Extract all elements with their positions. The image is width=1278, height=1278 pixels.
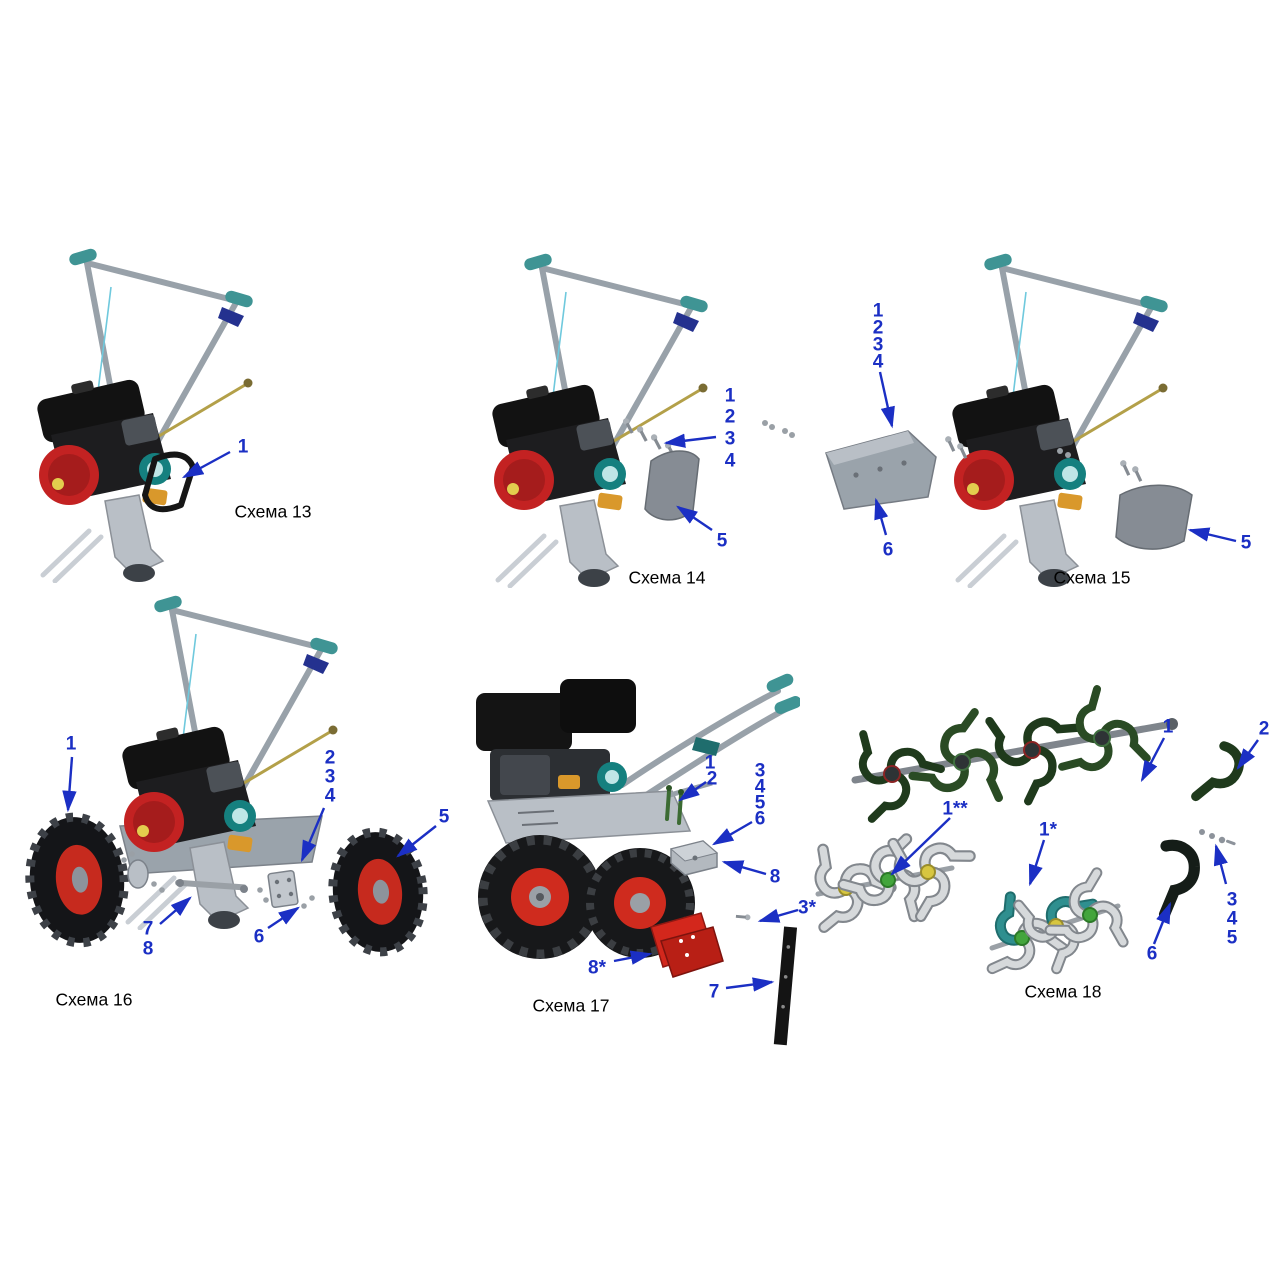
callout-s15-4: 4 [872,351,884,373]
scheme-17-illustration [455,655,815,1046]
callout-s17-3: 3 [754,760,766,782]
callout-s18-2: 2 [1258,718,1270,740]
dark-blade-part [1152,844,1199,919]
washers [1057,448,1071,458]
scheme-16-illustration [25,590,428,957]
callout-s17-8: 8 [769,866,781,888]
scheme-16-label: Схема 16 [55,989,133,1010]
callout-s15-2: 2 [872,317,884,339]
machine-illustration [119,594,340,929]
scheme-15-label: Схема 15 [1053,567,1131,588]
callout-s18-1: 1 [1162,716,1174,738]
wheel-left [25,812,129,948]
callout-s17-1: 1 [704,752,716,774]
scheme-17-label: Схема 17 [532,995,610,1016]
callout-s16-1: 1 [65,733,77,755]
drive-belt-part [142,451,196,513]
machine-illustration [489,252,710,587]
callout-s17-4: 4 [754,776,766,798]
callout-s16-4: 4 [324,785,336,807]
callout-s13-1: 1 [237,436,249,458]
scheme-14-label: Схема 14 [628,567,706,588]
tiller-rotor-right [988,869,1133,979]
callout-s17-2: 2 [706,768,718,790]
callout-s16-3: 3 [324,766,336,788]
scheme-18-label: Схема 18 [1024,981,1102,1002]
bolt-part [735,913,751,921]
red-cover-part [650,912,724,978]
scheme-14-illustration [465,243,795,613]
callout-s18-5: 5 [1226,927,1238,949]
callout-s14-3: 3 [724,428,736,450]
hub-hardware-right [257,869,315,909]
callout-s18-6: 6 [1146,943,1158,965]
scheme-13-illustration [15,243,315,588]
callout-s17-5: 5 [754,792,766,814]
callout-s17-8star: 8* [588,957,606,979]
callout-s14-2: 2 [724,406,736,428]
callout-s17-7: 7 [708,981,720,1003]
wheel-axle [175,879,248,893]
fastener-set [1199,829,1236,846]
wheel-right [328,827,428,957]
callout-s15-6: 6 [882,539,894,561]
tiller-rotor-left [811,832,972,936]
scheme-15-illustration [825,243,1193,593]
washers [762,420,795,438]
callout-s17-6: 6 [754,808,766,830]
callout-s16-7: 7 [142,918,154,940]
callout-s14-5: 5 [716,530,728,552]
callout-s18-1dblstar: 1** [942,798,968,820]
callout-s18-1star: 1* [1039,819,1057,841]
callout-s18-3: 3 [1226,889,1238,911]
coulter-blade-part [773,926,798,1046]
mount-bracket [669,840,719,876]
pulley-cover-part [644,450,700,521]
callout-s18-4: 4 [1226,908,1238,930]
callout-s14-4: 4 [724,450,736,472]
belt-cover-part [1115,484,1193,550]
callout-s15-1: 1 [872,300,884,322]
machine-illustration [34,247,255,582]
tiller-blade-part [1188,744,1247,807]
hub-hardware-left [121,851,165,893]
callout-s17-3star: 3* [798,897,816,919]
tiller-rotor-main [850,688,1178,827]
callout-s16-5: 5 [438,806,450,828]
scheme-13-label: Схема 13 [234,501,312,522]
callout-s15-5: 5 [1240,532,1252,554]
callout-s15-3: 3 [872,334,884,356]
callout-s14-1: 1 [724,385,736,407]
callout-s16-8: 8 [142,938,154,960]
bracket-plate-part [825,430,937,510]
callout-s16-2: 2 [324,747,336,769]
callout-s16-6: 6 [253,926,265,948]
